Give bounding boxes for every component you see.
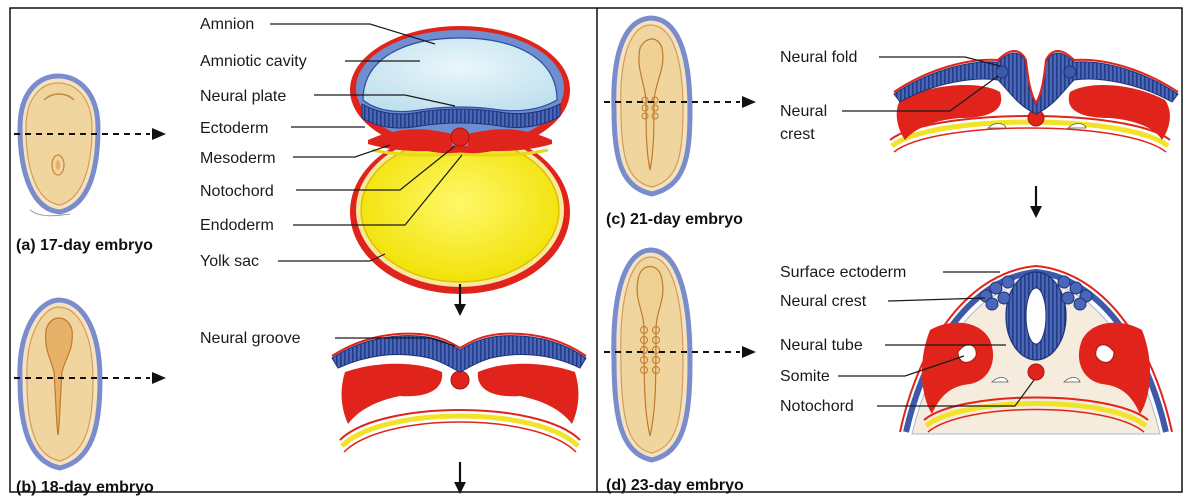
label-neural-groove: Neural groove — [200, 330, 301, 347]
label-notochord-d: Notochord — [780, 398, 854, 415]
label-neural-crest-line2: crest — [780, 126, 815, 143]
caption-panel-c: (c) 21-day embryo — [606, 211, 743, 228]
label-notochord: Notochord — [200, 183, 274, 200]
cross-section-17-day — [350, 26, 570, 294]
panel-a: Amnion Amniotic cavity Neural plate Ecto… — [14, 16, 570, 316]
label-ectoderm: Ectoderm — [200, 120, 268, 137]
label-neural-crest: Neural crest — [780, 293, 867, 310]
caption-panel-a: (a) 17-day embryo — [16, 237, 153, 254]
notochord-b — [451, 371, 469, 389]
label-somite: Somite — [780, 368, 830, 385]
cross-section-23-day — [900, 266, 1172, 434]
panel-d: Surface ectoderm Neural crest Neural tub… — [604, 250, 1172, 494]
label-endoderm: Endoderm — [200, 217, 274, 234]
label-amniotic-cavity: Amniotic cavity — [200, 53, 307, 70]
label-neural-crest-line1: Neural — [780, 103, 827, 120]
cross-section-21-day — [890, 51, 1178, 152]
label-yolk-sac: Yolk sac — [200, 253, 259, 270]
embryo-thumbnail-c — [614, 18, 690, 194]
notochord — [451, 128, 469, 146]
arrowhead-icon — [742, 346, 756, 358]
arrowhead-icon — [1030, 206, 1042, 218]
embryo-thumbnail-b — [20, 300, 100, 468]
label-amnion: Amnion — [200, 16, 254, 33]
label-neural-fold: Neural fold — [780, 49, 857, 66]
arrowhead-icon — [152, 372, 166, 384]
label-neural-tube: Neural tube — [780, 337, 863, 354]
caption-panel-b: (b) 18-day embryo — [16, 479, 154, 496]
mesoderm-b — [342, 364, 443, 424]
notochord-d — [1028, 364, 1044, 380]
embryo-thumbnail-d — [614, 250, 690, 460]
caption-panel-d: (d) 23-day embryo — [606, 477, 744, 494]
label-mesoderm: Mesoderm — [200, 150, 276, 167]
arrowhead-icon — [742, 96, 756, 108]
label-surface-ectoderm: Surface ectoderm — [780, 264, 906, 281]
arrowhead-icon — [454, 304, 466, 316]
panel-b: Neural groove (b) 18-day embryo — [14, 300, 586, 496]
panel-c: Neural fold Neural crest (c) 21-day embr… — [604, 18, 1178, 228]
arrowhead-icon — [152, 128, 166, 140]
cross-section-18-day — [332, 334, 586, 452]
label-neural-plate: Neural plate — [200, 88, 286, 105]
embryo-thumbnail-a — [20, 76, 98, 216]
